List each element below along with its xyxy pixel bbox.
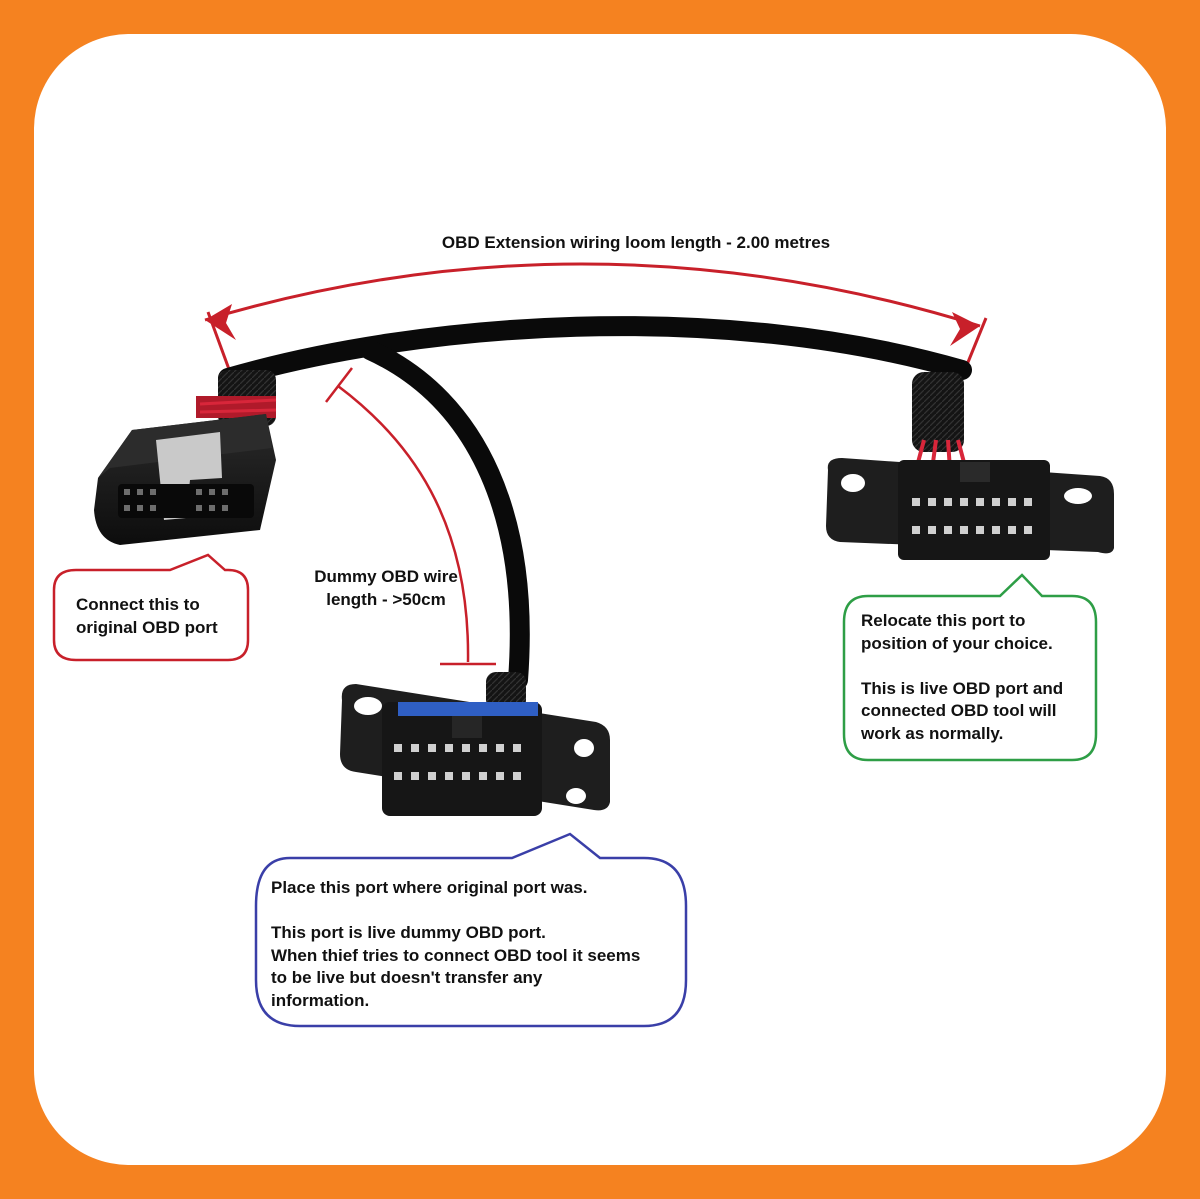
wiring-diagram	[52, 262, 1114, 1028]
callout-relocate-bubble	[842, 573, 1098, 762]
female-obd-socket-dummy	[340, 672, 610, 816]
callout-original-bubble	[52, 553, 250, 662]
callout-dummy-text: Place this port where original port was.…	[271, 878, 641, 1010]
callout-dummy-bubble	[254, 832, 688, 1028]
loom-length-label: OBD Extension wiring loom length - 2.00 …	[441, 233, 831, 252]
dummy-wire-label: Dummy OBD wire length - >50cm	[314, 567, 458, 609]
male-obd-plug	[94, 370, 277, 545]
callout-relocate-text: Relocate this port to position of your c…	[861, 611, 1064, 743]
loom-length-arrow	[204, 262, 988, 373]
white-frame: OBD Extension wiring loom length - 2.00 …	[34, 34, 1166, 1165]
dummy-wire-bracket	[325, 367, 496, 666]
main-cable	[218, 316, 972, 690]
callout-original-text: Connect this to original OBD port	[76, 595, 218, 637]
female-obd-socket-live	[826, 372, 1114, 560]
